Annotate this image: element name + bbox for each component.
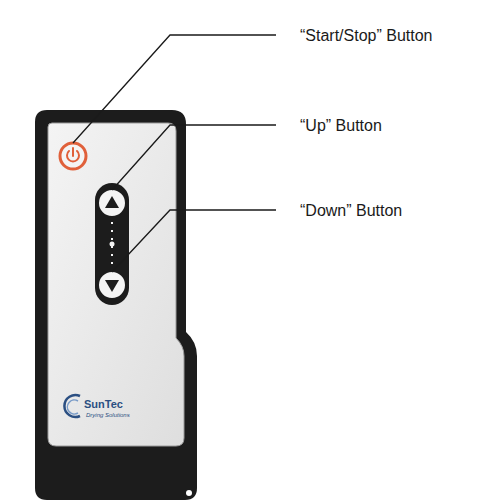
part-label: “Down” Button bbox=[300, 201, 402, 220]
leader-line bbox=[112, 125, 276, 190]
arrow-pad bbox=[95, 183, 129, 305]
logo-swoosh bbox=[67, 400, 78, 414]
remote-panel bbox=[48, 123, 184, 446]
up-triangle bbox=[105, 196, 119, 208]
part-label: “Up” Button bbox=[300, 116, 382, 135]
logo-tagline: Drying Solutions bbox=[86, 412, 130, 419]
leader-line bbox=[112, 210, 276, 272]
pad-dot bbox=[110, 242, 115, 247]
hole-dot bbox=[186, 490, 192, 496]
power-symbol-bar bbox=[72, 148, 74, 156]
part-label: “Start/Stop” Button bbox=[300, 26, 433, 45]
logo-swoosh bbox=[64, 395, 80, 417]
down-triangle bbox=[105, 280, 119, 292]
power-button bbox=[60, 143, 86, 169]
down-button bbox=[98, 271, 126, 299]
remote-housing bbox=[35, 110, 197, 500]
logo-text: SunTec bbox=[84, 398, 123, 411]
leader-line bbox=[73, 35, 276, 143]
up-button bbox=[98, 189, 126, 217]
